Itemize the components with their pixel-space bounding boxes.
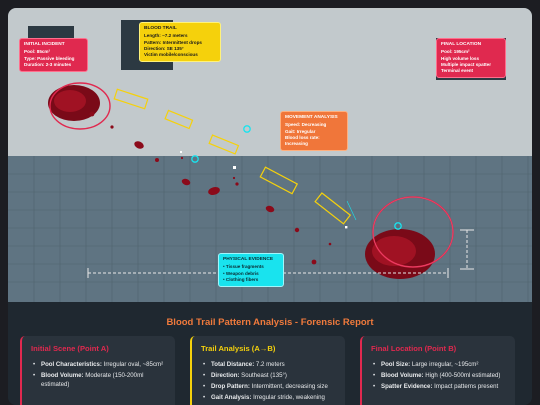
physical-evidence-title: PHYSICAL EVIDENCE <box>223 257 274 262</box>
footprint-markers <box>113 88 352 225</box>
wall-area <box>8 8 532 156</box>
trail-line: Length: ~7.2 meters <box>144 33 188 39</box>
report-column-trail: Trail Analysis (A→B) Total Distance: 7.2… <box>190 336 345 405</box>
movement-line: Blood loss rate: <box>285 134 320 140</box>
forensic-report-panel: Blood Trail Pattern Analysis - Forensic … <box>8 302 532 405</box>
report-item: Blood Volume: Moderate (150-200ml estima… <box>31 371 169 389</box>
evidence-line: • Clothing fibers <box>223 276 259 282</box>
blood-trail-card: BLOOD TRAIL Length: ~7.2 meters Pattern:… <box>139 22 221 63</box>
final-line: Terminal event <box>441 68 474 74</box>
report-item: Total Distance: 7.2 meters <box>201 360 339 369</box>
final-line: Multiple impact spatter <box>441 61 492 67</box>
initial-incident-title: INITIAL INCIDENT <box>24 42 65 47</box>
movement-line: Speed: Decreasing <box>285 122 327 128</box>
report-column-final: Final Location (Point B) Pool Size: Larg… <box>360 336 515 405</box>
final-line: Pool: 195cm² <box>441 49 470 55</box>
report-column-initial: Initial Scene (Point A) Pool Characteris… <box>20 336 175 405</box>
report-column-heading: Final Location (Point B) <box>371 344 457 353</box>
final-location-title: FINAL LOCATION <box>441 42 482 47</box>
movement-analysis-title: MOVEMENT ANALYSIS <box>285 115 338 120</box>
initial-line: Duration: 2-3 minutes <box>24 61 72 67</box>
initial-line: Pool: 85cm² <box>24 49 51 55</box>
initial-line: Type: Passive bleeding <box>24 55 75 61</box>
crime-scene-view: INITIAL INCIDENT Pool: 85cm² Type: Passi… <box>8 8 532 302</box>
physical-evidence-card: PHYSICAL EVIDENCE • Tissue fragments • W… <box>218 253 284 288</box>
evidence-line: • Weapon debris <box>223 270 259 276</box>
app-window: INITIAL INCIDENT Pool: 85cm² Type: Passi… <box>8 8 532 405</box>
trajectory-line <box>346 200 357 221</box>
movement-line: Gait: Irregular <box>285 128 316 134</box>
report-item: Direction: Southeast (135°) <box>201 371 339 380</box>
debris-specks <box>180 151 348 229</box>
initial-blood-pool <box>48 82 111 130</box>
final-location-card: FINAL LOCATION Pool: 195cm² High volume … <box>436 38 506 79</box>
final-blood-pool <box>365 196 454 279</box>
report-item: Spatter Evidence: Impact patterns presen… <box>371 382 509 391</box>
evidence-line: • Tissue fragments <box>223 264 264 270</box>
report-title: Blood Trail Pattern Analysis - Forensic … <box>166 317 374 328</box>
final-line: High volume loss <box>441 55 480 61</box>
trail-line: Direction: SE 135° <box>144 45 184 51</box>
report-column-heading: Initial Scene (Point A) <box>31 344 109 353</box>
movement-analysis-card: MOVEMENT ANALYSIS Speed: Decreasing Gait… <box>280 111 348 152</box>
report-item: Gait Analysis: Irregular stride, weakeni… <box>201 393 339 402</box>
blood-trail-title: BLOOD TRAIL <box>144 26 177 31</box>
report-item: Drop Pattern: Intermittent, decreasing s… <box>201 382 339 391</box>
initial-incident-card: INITIAL INCIDENT Pool: 85cm² Type: Passi… <box>19 38 88 73</box>
report-item: Pool Size: Large irregular, ~195cm² <box>371 360 509 369</box>
movement-line: Increasing <box>285 141 308 147</box>
trail-line: Pattern: Intermittent drops <box>144 39 202 45</box>
trail-line: Victim mobile/conscious <box>144 52 198 58</box>
report-column-heading: Trail Analysis (A→B) <box>201 344 276 353</box>
report-item: Blood Volume: High (400-500ml estimated) <box>371 371 509 380</box>
blood-drops <box>89 111 332 265</box>
report-item: Pool Characteristics: Irregular oval, ~8… <box>31 360 169 369</box>
evidence-markers <box>191 125 402 230</box>
